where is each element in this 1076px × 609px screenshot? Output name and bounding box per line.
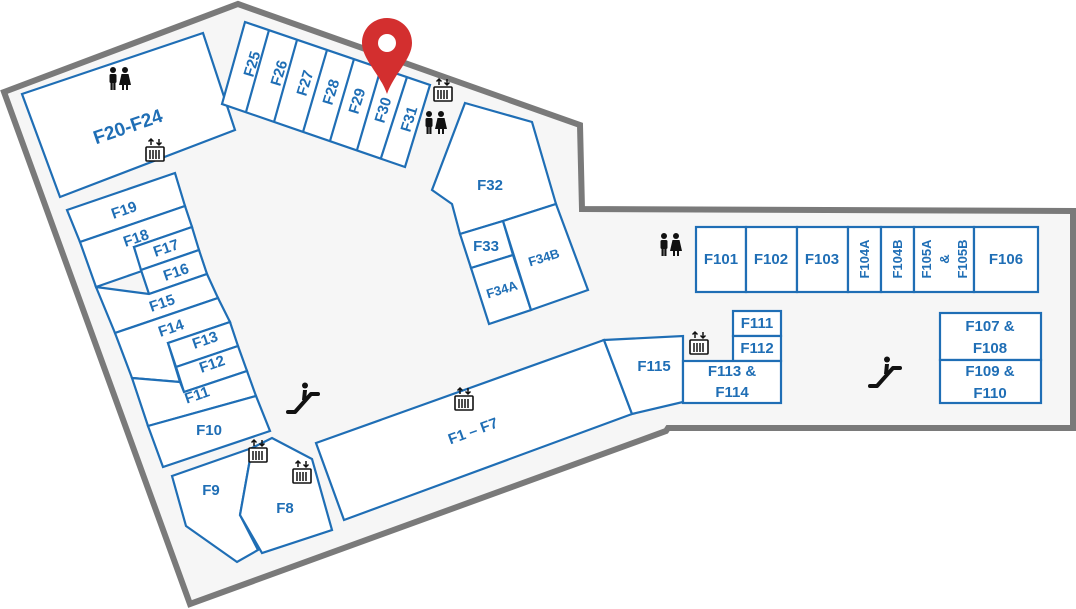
- store-f107-f108-label-1: F107 &: [965, 318, 1014, 335]
- store-f105-amp-label: &: [937, 254, 952, 263]
- store-f20-f24[interactable]: F20-F24: [20, 31, 237, 199]
- store-f16[interactable]: F16: [139, 248, 209, 296]
- store-f8[interactable]: F8: [238, 436, 334, 555]
- store-f111[interactable]: F111: [731, 309, 783, 338]
- store-f104a[interactable]: F104A: [846, 225, 883, 294]
- store-f102-label: F102: [754, 251, 788, 268]
- store-f107-f108[interactable]: F107 & F108: [938, 311, 1043, 362]
- store-f102[interactable]: F102: [744, 225, 799, 294]
- store-f105a-f105b[interactable]: F105A & F105B: [912, 225, 976, 294]
- store-f106[interactable]: F106: [972, 225, 1040, 294]
- store-f109-f110-label-1: F109 &: [965, 363, 1014, 380]
- store-f33[interactable]: F33: [458, 219, 515, 270]
- store-f10[interactable]: F10: [146, 394, 272, 469]
- store-f34b[interactable]: F34B: [501, 202, 590, 312]
- store-f101-label: F101: [704, 251, 738, 268]
- store-f101[interactable]: F101: [694, 225, 748, 294]
- store-f31-label[interactable]: F31: [398, 104, 422, 134]
- store-f109-f110[interactable]: F109 & F110: [938, 358, 1043, 405]
- store-f111-label: F111: [741, 315, 774, 332]
- store-f113-f114[interactable]: F113 & F114: [681, 359, 783, 405]
- store-f25-label[interactable]: F25: [241, 49, 265, 79]
- store-f104a-label: F104A: [857, 239, 872, 279]
- store-f112-label: F112: [740, 340, 773, 357]
- store-f105a-label: F105A: [919, 239, 934, 279]
- store-f106-label: F106: [989, 251, 1023, 268]
- store-f27-label[interactable]: F27: [294, 68, 318, 98]
- store-f115-label: F115: [637, 358, 670, 375]
- store-f109-f110-label-2: F110: [973, 385, 1006, 402]
- store-f103-label: F103: [805, 251, 839, 268]
- store-f113-f114-label-2: F114: [715, 384, 749, 401]
- store-f33-label: F33: [473, 238, 499, 255]
- store-f32-label: F32: [477, 177, 503, 194]
- store-f28-label[interactable]: F28: [320, 77, 344, 107]
- store-f9-label: F9: [202, 482, 220, 499]
- store-f26-label[interactable]: F26: [268, 58, 292, 88]
- store-f32[interactable]: F32: [430, 101, 558, 236]
- store-f103[interactable]: F103: [795, 225, 850, 294]
- store-f29-label[interactable]: F29: [346, 86, 370, 116]
- store-f15[interactable]: F15: [94, 272, 220, 335]
- store-f112[interactable]: F112: [731, 334, 783, 363]
- store-f113-f114-label-1: F113 &: [708, 363, 757, 380]
- store-f104b-label: F104B: [890, 239, 905, 278]
- store-f8-label: F8: [276, 500, 294, 517]
- store-f10-label: F10: [196, 422, 222, 439]
- store-f105b-label: F105B: [955, 239, 970, 278]
- location-pin-icon: [362, 18, 412, 94]
- store-f30-label[interactable]: F30: [372, 95, 396, 125]
- store-f107-f108-label-2: F108: [973, 340, 1007, 357]
- store-strip-f25-f31: [220, 20, 432, 169]
- store-f104b[interactable]: F104B: [879, 225, 916, 294]
